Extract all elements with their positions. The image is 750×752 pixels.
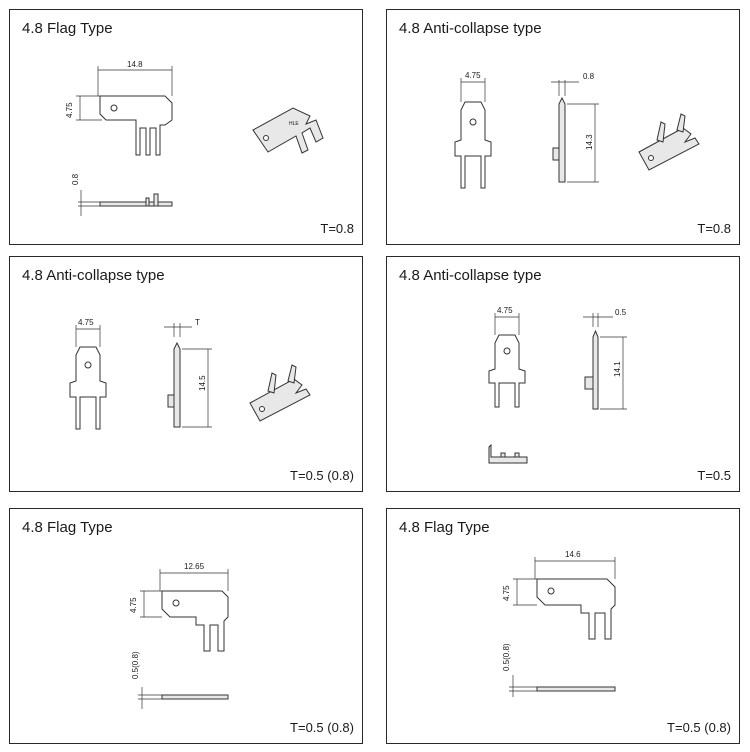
dim-thick: 0.5(0.8) [131, 651, 140, 679]
panel-title: 4.8 Anti-collapse type [399, 20, 542, 37]
panel-flag-type-2: 4.8 Flag Type 12.65 4.75 0.5(0.8) T=0.5 … [9, 508, 363, 744]
dim-length: 14.1 [613, 361, 622, 377]
terminal-drawing: 4.75 0.5 14.1 [488, 306, 627, 464]
terminal-drawing: 14.8 4.75 0.8 HLE [65, 60, 324, 216]
panel-title: 4.8 Anti-collapse type [22, 267, 165, 284]
dim-length: 14.3 [585, 134, 594, 150]
panel-title: 4.8 Flag Type [22, 519, 113, 536]
thickness-label: T=0.8 [697, 221, 731, 236]
thickness-label: T=0.8 [320, 221, 354, 236]
dim-height: 4.75 [129, 597, 138, 613]
dim-width: 14.8 [127, 60, 143, 69]
thickness-label: T=0.5 (0.8) [290, 720, 354, 735]
terminal-drawing: 12.65 4.75 0.5(0.8) [129, 562, 229, 709]
dim-height: 4.75 [502, 585, 511, 601]
dim-length: 14.5 [198, 375, 207, 391]
iso-label: HLE [289, 121, 299, 127]
panel-title: 4.8 Flag Type [399, 519, 490, 536]
dim-width: 4.75 [465, 71, 481, 80]
terminal-drawing: 14.6 4.75 0.5(0.8) [502, 550, 616, 697]
panel-anti-collapse-2: 4.8 Anti-collapse type 4.75 T 14.5 T=0.5… [9, 256, 363, 492]
terminal-drawing: 4.75 0.8 14.3 [454, 71, 700, 189]
thickness-label: T=0.5 (0.8) [667, 720, 731, 735]
dim-thick: 0.8 [71, 173, 80, 185]
dim-thick: 0.5 [615, 308, 627, 317]
panel-title: 4.8 Flag Type [22, 20, 113, 37]
panel-flag-type-1: 4.8 Flag Type 14.8 4.75 0.8 HLE T=0.8 [9, 9, 363, 245]
panel-anti-collapse-3: 4.8 Anti-collapse type 4.75 0.5 14.1 T=0… [386, 256, 740, 492]
dim-height: 4.75 [65, 102, 74, 118]
dim-thick: 0.5(0.8) [502, 643, 511, 671]
thickness-label: T=0.5 [697, 468, 731, 483]
dim-thick: T [195, 318, 200, 327]
thickness-label: T=0.5 (0.8) [290, 468, 354, 483]
dim-width: 4.75 [78, 318, 94, 327]
dim-width: 12.65 [184, 562, 205, 571]
panel-anti-collapse-1: 4.8 Anti-collapse type 4.75 0.8 14.3 T=0… [386, 9, 740, 245]
panel-title: 4.8 Anti-collapse type [399, 267, 542, 284]
dim-width: 14.6 [565, 550, 581, 559]
panel-flag-type-3: 4.8 Flag Type 14.6 4.75 0.5(0.8) T=0.5 (… [386, 508, 740, 744]
terminal-drawing: 4.75 T 14.5 [69, 318, 311, 430]
dim-thick: 0.8 [583, 72, 595, 81]
dim-width: 4.75 [497, 306, 513, 315]
